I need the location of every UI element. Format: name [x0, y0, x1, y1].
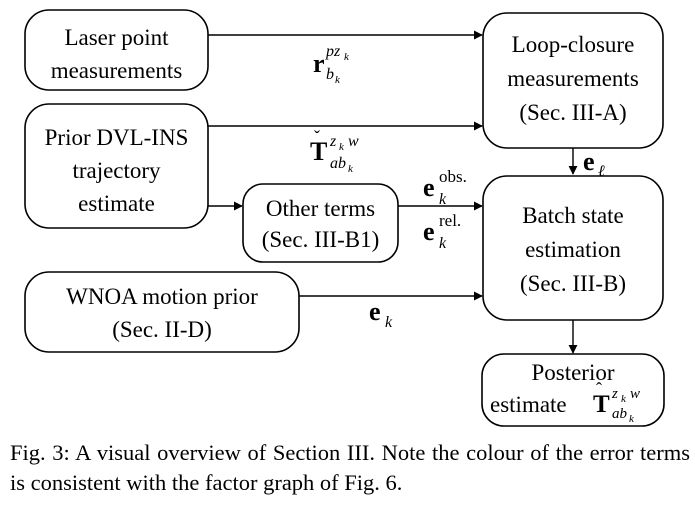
node-laser-line1: Laser point	[64, 25, 169, 50]
svg-text:pz: pz	[325, 43, 341, 60]
node-posterior: Posterior estimate T ˆ z k w ab k	[481, 353, 665, 427]
svg-text:e: e	[423, 173, 435, 202]
svg-text:k: k	[344, 51, 350, 63]
svg-text:k: k	[629, 413, 635, 425]
node-other: Other terms (Sec. III-B1)	[242, 183, 399, 263]
node-loop-line2: measurements	[507, 66, 639, 91]
svg-text:k: k	[439, 235, 447, 252]
label-e-k: e k	[369, 297, 393, 331]
svg-text:k: k	[385, 314, 393, 331]
label-e-obs: e obs. k	[423, 167, 467, 208]
svg-text:e: e	[583, 147, 595, 176]
svg-text:w: w	[348, 133, 359, 150]
svg-text:e: e	[423, 217, 435, 246]
svg-text:k: k	[348, 163, 354, 175]
svg-text:ab: ab	[612, 406, 628, 422]
node-wnoa: WNOA motion prior (Sec. II-D)	[24, 271, 300, 353]
node-loop-line3: (Sec. III-A)	[519, 100, 626, 125]
node-laser-line2: measurements	[51, 58, 183, 83]
node-other-line1: Other terms	[266, 196, 375, 221]
node-laser: Laser point measurements	[24, 9, 209, 91]
node-loop: Loop-closure measurements (Sec. III-A)	[482, 12, 664, 149]
node-prior-line3: estimate	[78, 191, 155, 216]
svg-text:obs.: obs.	[439, 167, 467, 186]
node-wnoa-line2: (Sec. II-D)	[112, 317, 212, 342]
svg-text:ˆ: ˆ	[596, 379, 602, 399]
node-wnoa-line1: WNOA motion prior	[66, 284, 258, 309]
svg-text:z: z	[611, 386, 618, 402]
label-t-check: T ˇ z k w ab k	[310, 127, 359, 175]
svg-text:k: k	[339, 141, 345, 153]
svg-text:T: T	[310, 137, 327, 166]
svg-text:ˇ: ˇ	[314, 127, 320, 147]
label-r-pzk-bk: r pz k b k	[313, 43, 350, 86]
svg-text:rel.: rel.	[439, 211, 461, 230]
node-batch-line3: (Sec. III-B)	[520, 271, 626, 296]
node-batch-line2: estimation	[525, 237, 621, 262]
node-posterior-line2: estimate	[490, 392, 567, 417]
node-prior: Prior DVL-INS trajectory estimate	[24, 103, 209, 229]
node-batch-line1: Batch state	[522, 203, 624, 228]
posterior-t-hat-symbol: T ˆ z k w ab k	[593, 379, 640, 425]
svg-text:r: r	[313, 49, 325, 78]
node-prior-line2: trajectory	[72, 158, 161, 183]
svg-text:w: w	[630, 386, 640, 402]
node-other-line2: (Sec. III-B1)	[262, 227, 380, 252]
svg-text:k: k	[335, 74, 341, 86]
node-posterior-line1: Posterior	[531, 360, 614, 385]
figure-caption: Fig. 3: A visual overview of Section III…	[10, 440, 690, 495]
node-prior-line1: Prior DVL-INS	[45, 125, 189, 150]
label-e-ell: e ℓ	[583, 147, 605, 180]
node-loop-line1: Loop-closure	[512, 32, 635, 57]
svg-text:ℓ: ℓ	[598, 163, 605, 180]
svg-text:e: e	[369, 297, 381, 326]
svg-text:k: k	[439, 191, 447, 208]
svg-text:T: T	[593, 391, 610, 418]
svg-text:z: z	[329, 133, 337, 150]
label-e-rel: e rel. k	[423, 211, 461, 252]
svg-text:ab: ab	[330, 155, 346, 172]
svg-text:b: b	[326, 66, 334, 83]
node-batch: Batch state estimation (Sec. III-B)	[482, 175, 664, 321]
diagram-canvas: Laser point measurements Prior DVL-INS t…	[24, 9, 665, 427]
svg-text:k: k	[621, 393, 627, 405]
